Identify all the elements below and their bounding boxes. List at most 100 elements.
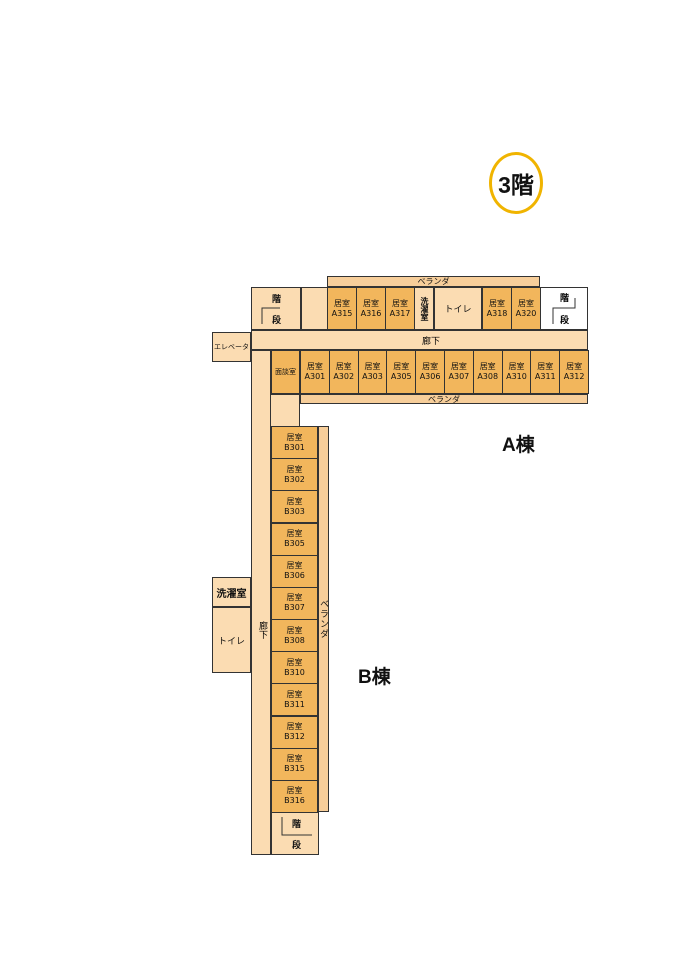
room-type-label: 居室 (508, 362, 525, 371)
b-toilet: トイレ (212, 607, 251, 673)
room-number: A308 (477, 372, 499, 381)
counseling-room-label: 面談室 (275, 368, 296, 376)
room-type-label: 居室 (450, 362, 467, 371)
room-type-label: 居室 (422, 362, 439, 371)
building-a-label: A棟 (502, 435, 535, 456)
elevator-label: エレベータ (214, 343, 249, 351)
stairs-bottom-label: 段 (560, 316, 570, 326)
room-type-label: 居室 (286, 625, 303, 635)
room-number: A320 (515, 308, 537, 318)
room-number: B302 (284, 474, 305, 484)
room-type-label: 居室 (286, 657, 303, 667)
a-northeast-stairs: 階 段 (540, 287, 588, 330)
room-number: A302 (333, 372, 355, 381)
stairs-icon (281, 817, 312, 836)
room-type-label: 居室 (306, 362, 323, 371)
room-type-label: 居室 (286, 593, 303, 603)
room-number: B312 (284, 732, 305, 742)
room-type-label: 居室 (286, 464, 303, 474)
room-type-label: 居室 (393, 362, 410, 371)
room-type-label: 居室 (364, 362, 381, 371)
room-number: B310 (284, 667, 305, 677)
room-type-label: 居室 (537, 362, 554, 371)
room-number: B303 (284, 506, 305, 516)
b-laundry: 洗濯室 (212, 577, 251, 607)
floor-badge: 3階 (489, 152, 543, 214)
stairs-top-label: 階 (272, 295, 282, 305)
building-b-label: B棟 (358, 667, 391, 688)
room-type-label: 居室 (286, 722, 303, 732)
room-number: B305 (284, 539, 305, 549)
room-type-label: 居室 (392, 298, 408, 308)
a-north-veranda: ベランダ (327, 276, 540, 287)
corridor-vertical-label: 廊下 (257, 621, 267, 639)
room-number: A307 (448, 372, 470, 381)
room-type-label: 居室 (286, 529, 303, 539)
corridor-label: 廊下 (422, 337, 441, 347)
room-number: B308 (284, 635, 305, 645)
floor-label: 3階 (498, 172, 534, 198)
stairs-icon (261, 307, 280, 324)
laundry-label: 洗濯室 (216, 588, 247, 600)
room-number: B311 (284, 699, 305, 709)
room-number: B315 (284, 764, 305, 774)
laundry-label: 洗濯室 (420, 296, 429, 321)
room-type-label: 居室 (363, 298, 379, 308)
room-type-label: 居室 (286, 561, 303, 571)
room-type-label: 居室 (518, 298, 534, 308)
a-northwest-stairs: 階 段 (251, 287, 301, 330)
b-stairs: 階 段 (271, 812, 319, 855)
stairs-top-label: 階 (560, 294, 570, 304)
room-number: A317 (389, 308, 411, 318)
room-number: A310 (506, 372, 527, 381)
a-toilet: トイレ (434, 287, 482, 330)
toilet-label: トイレ (217, 636, 245, 647)
a-corridor: 廊下 (251, 330, 588, 350)
a-north-filler (301, 287, 328, 330)
room-type-label: 居室 (334, 298, 350, 308)
room-number: B307 (284, 603, 305, 613)
stairs-icon (552, 298, 576, 324)
toilet-label: トイレ (444, 305, 472, 315)
room-number: A311 (534, 372, 556, 381)
room-type-label: 居室 (286, 689, 303, 699)
room-number: A305 (390, 372, 412, 381)
room-type-label: 居室 (286, 754, 303, 764)
room-type-label: 居室 (479, 362, 496, 371)
a-south-veranda: ベランダ (300, 394, 588, 404)
b-corridor-top-cap (271, 394, 300, 426)
stairs-bottom-label: 段 (292, 841, 302, 851)
counseling-room: 面談室 (271, 350, 300, 394)
room-number: A316 (360, 308, 382, 318)
b-corridor: 廊下 (251, 350, 271, 855)
room-number: A312 (563, 372, 585, 381)
